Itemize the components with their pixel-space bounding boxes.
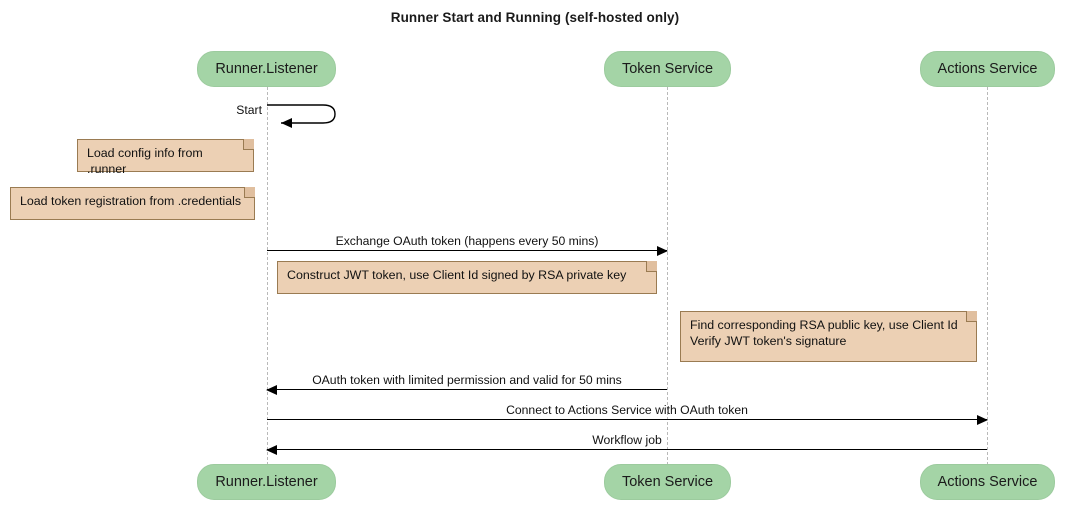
- arrowhead-left-icon: [266, 445, 277, 455]
- note-load-config: Load config info from .runner: [77, 139, 254, 176]
- participant-token-bottom[interactable]: Token Service: [604, 464, 731, 500]
- message-oauth-token-response[interactable]: OAuth token with limited permission and …: [266, 373, 667, 395]
- note-fold-icon: [966, 311, 977, 322]
- note-verify-jwt-token-text: Find corresponding RSA public key, use C…: [690, 318, 958, 348]
- note-fold-icon: [244, 187, 255, 198]
- note-load-token-registration-text: Load token registration from .credential…: [20, 194, 242, 208]
- participant-runner-bottom[interactable]: Runner.Listener: [197, 464, 336, 500]
- participant-runner-top[interactable]: Runner.Listener: [197, 51, 336, 87]
- participant-actions-top[interactable]: Actions Service: [920, 51, 1055, 87]
- note-construct-jwt-token: Construct JWT token, use Client Id signe…: [277, 261, 657, 294]
- lifeline-runner: [267, 87, 268, 465]
- participant-runner-top-label: Runner.Listener: [215, 61, 318, 77]
- message-start[interactable]: [267, 100, 337, 130]
- message-exchange-oauth-token[interactable]: Exchange OAuth token (happens every 50 m…: [267, 234, 668, 256]
- participant-token-top[interactable]: Token Service: [604, 51, 731, 87]
- note-fold-icon: [243, 139, 254, 150]
- arrowhead-left-icon: [266, 385, 277, 395]
- participant-actions-bottom[interactable]: Actions Service: [920, 464, 1055, 500]
- note-fold-icon: [646, 261, 657, 272]
- message-exchange-oauth-token-label: Exchange OAuth token (happens every 50 m…: [335, 234, 599, 248]
- message-connect-to-actions-service-label: Connect to Actions Service with OAuth to…: [506, 403, 748, 417]
- participant-actions-top-label: Actions Service: [937, 61, 1038, 77]
- arrowhead-right-icon: [657, 246, 668, 256]
- note-construct-jwt-token-text: Construct JWT token, use Client Id signe…: [287, 268, 627, 282]
- arrowhead-right-icon: [977, 415, 988, 425]
- participant-runner-bottom-label: Runner.Listener: [215, 474, 318, 490]
- note-load-token-registration: Load token registration from .credential…: [10, 187, 255, 220]
- message-oauth-token-response-label: OAuth token with limited permission and …: [312, 373, 622, 387]
- participant-actions-bottom-label: Actions Service: [937, 474, 1038, 490]
- message-connect-to-actions-service[interactable]: Connect to Actions Service with OAuth to…: [267, 403, 988, 425]
- lifeline-actions: [987, 87, 988, 465]
- lifeline-token: [667, 87, 668, 465]
- participant-token-top-label: Token Service: [621, 61, 714, 77]
- note-load-config-text: Load config info from .runner: [87, 146, 203, 176]
- note-verify-jwt-token: Find corresponding RSA public key, use C…: [680, 311, 977, 362]
- message-start-label: Start: [236, 103, 262, 117]
- diagram-title: Runner Start and Running (self-hosted on…: [390, 10, 680, 25]
- message-workflow-job-label: Workflow job: [592, 433, 662, 447]
- message-workflow-job[interactable]: Workflow job: [266, 433, 987, 455]
- participant-token-bottom-label: Token Service: [621, 474, 714, 490]
